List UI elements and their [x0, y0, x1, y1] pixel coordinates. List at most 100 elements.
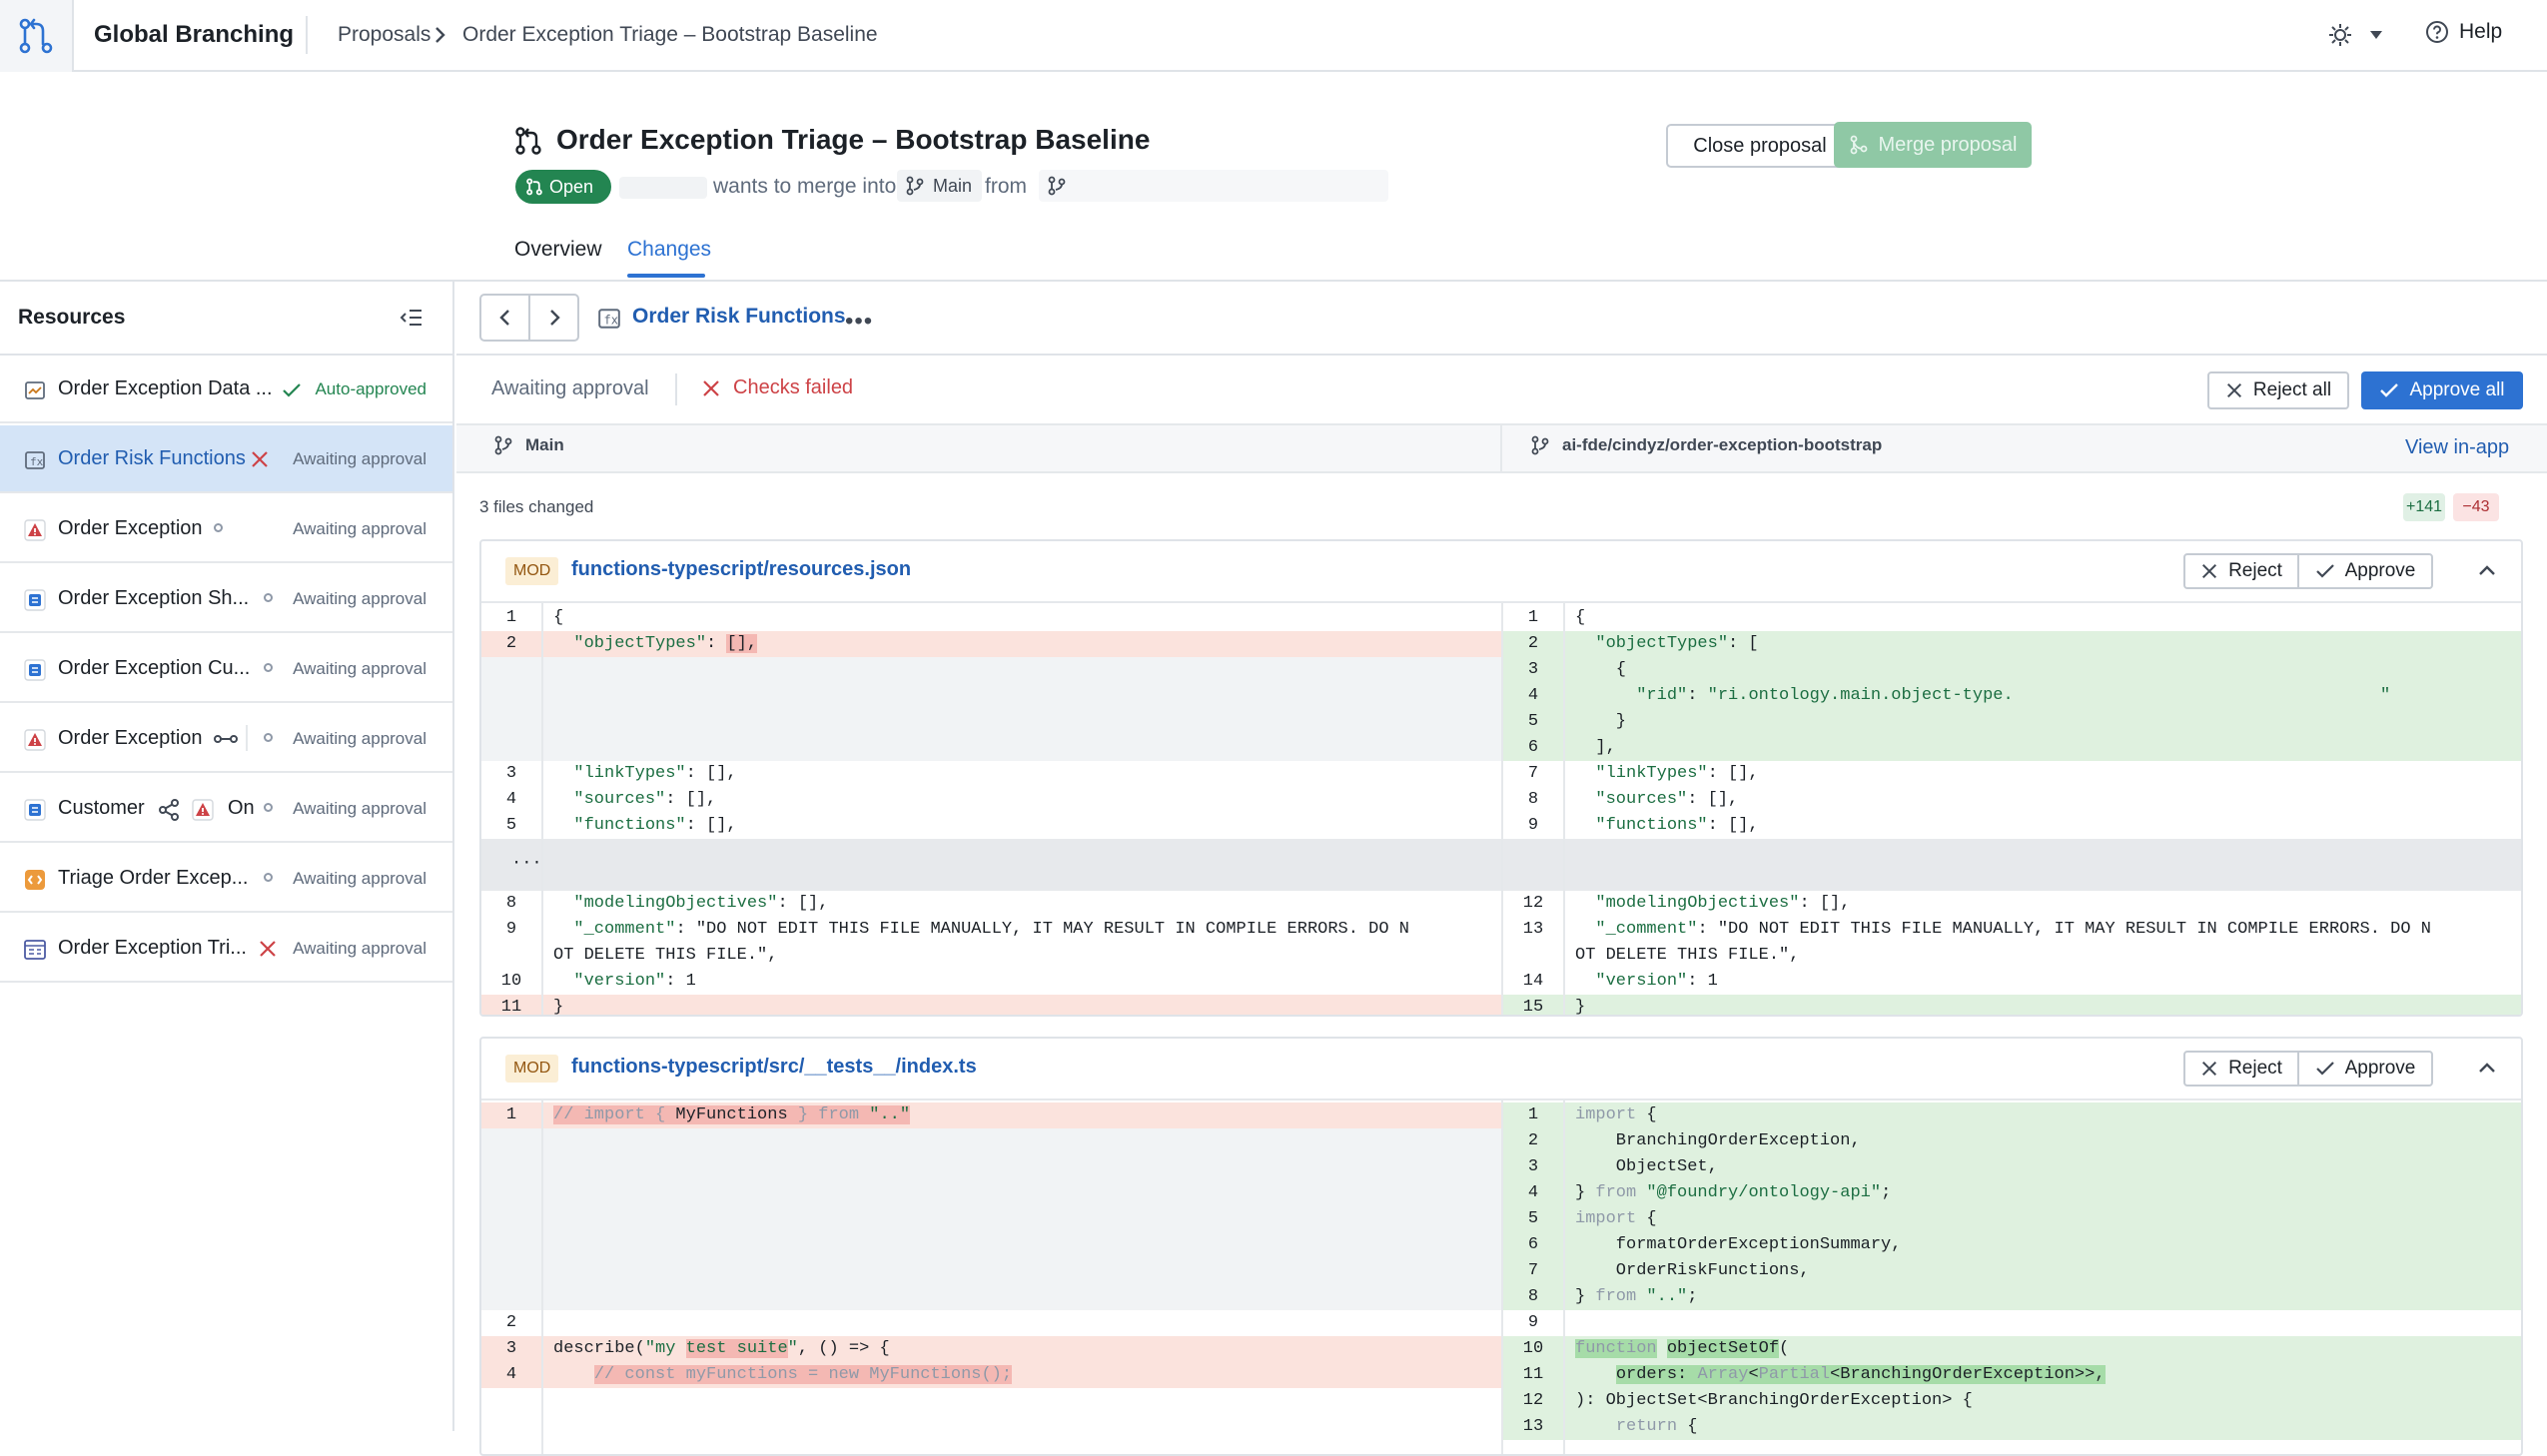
code-line: "objectTypes": [],: [573, 634, 758, 653]
git-branch-icon: [905, 176, 925, 196]
unchanged-dot-icon: [264, 593, 273, 602]
view-in-app-link[interactable]: View in-app: [2405, 436, 2510, 458]
source-branch-tag[interactable]: [1039, 170, 1388, 202]
line-number: 8: [1527, 790, 1539, 809]
sun-icon[interactable]: [2327, 22, 2353, 48]
code-line: "linkTypes": [],: [573, 764, 737, 783]
unchanged-dot-icon: [264, 733, 273, 742]
line-number: 4: [1527, 686, 1539, 705]
divider: [1501, 603, 1503, 1015]
unchanged-dot-icon: [264, 873, 273, 882]
approve-file-button[interactable]: Approve: [2297, 1051, 2433, 1087]
object-type-icon: [24, 659, 46, 681]
from-text: from: [985, 175, 1027, 198]
status-label: Open: [549, 176, 594, 197]
code-line: formatOrderExceptionSummary,: [1575, 1235, 1902, 1254]
merge-proposal-button[interactable]: Merge proposal: [1834, 122, 2032, 168]
object-type-icon: [24, 799, 46, 821]
code-line: "objectTypes": [: [1595, 634, 1759, 653]
x-icon: [701, 378, 721, 398]
code-line: ObjectSet,: [1575, 1157, 1718, 1176]
divider: [456, 354, 2547, 356]
checkmark-icon: [282, 381, 302, 399]
divider: [306, 16, 308, 54]
caret-down-icon[interactable]: [2369, 30, 2383, 40]
sidebar-item-order-exception-cu[interactable]: Order Exception Cu... Awaiting approval: [0, 635, 452, 703]
code-line: orders: Array<Partial<BranchingOrderExce…: [1615, 1365, 2106, 1384]
line-number: 1: [1527, 1105, 1539, 1124]
code-line: "sources": [],: [1595, 790, 1739, 809]
line-number: 13: [1522, 1417, 1544, 1436]
file-path[interactable]: functions-typescript/src/__tests__/index…: [571, 1056, 977, 1078]
sidebar-title: Resources: [18, 306, 126, 329]
divider: [0, 280, 2547, 282]
target-branch-tag[interactable]: Main: [897, 170, 983, 202]
tab-changes[interactable]: Changes: [627, 238, 712, 261]
sidebar-item-status: Awaiting approval: [293, 449, 426, 468]
modified-badge: MOD: [505, 1055, 559, 1083]
breadcrumb-proposals[interactable]: Proposals: [338, 23, 431, 46]
approve-file-button[interactable]: Approve: [2297, 553, 2433, 589]
collapse-sidebar-icon[interactable]: [400, 306, 424, 330]
help-button[interactable]: Help: [2425, 20, 2502, 44]
sidebar-item-order-risk-functions[interactable]: fx Order Risk Functions Awaiting approva…: [0, 425, 452, 493]
code-line: return {: [1615, 1417, 1698, 1436]
sidebar-item-triage-order-exception[interactable]: Triage Order Excep... Awaiting approval: [0, 845, 452, 913]
code-line: OT DELETE THIS FILE.",: [553, 946, 778, 965]
code-line: // const myFunctions = new MyFunctions()…: [593, 1365, 1013, 1384]
reject-all-button[interactable]: Reject all: [2207, 371, 2349, 409]
additions-badge: +141: [2403, 493, 2445, 521]
sidebar-item-status: Awaiting approval: [293, 939, 426, 958]
resource-title[interactable]: Order Risk Functions: [632, 305, 846, 328]
function-icon: fx: [597, 307, 621, 331]
checkmark-icon: [2315, 562, 2335, 580]
code-line: "_comment": "DO NOT EDIT THIS FILE MANUA…: [573, 920, 1409, 939]
reject-file-button[interactable]: Reject: [2183, 1051, 2299, 1087]
diff-highlight: [481, 657, 1501, 761]
chevron-left-icon: [498, 308, 512, 328]
previous-resource-button[interactable]: [481, 296, 530, 340]
approve-label: Approve: [2344, 560, 2416, 581]
file-path[interactable]: functions-typescript/resources.json: [571, 558, 912, 580]
file-header: MOD functions-typescript/resources.json …: [481, 541, 2521, 603]
app-name[interactable]: Global Branching: [94, 21, 295, 48]
diff-highlight: [1503, 1102, 2521, 1310]
code-line: {: [1575, 608, 1586, 627]
left-branch-label: Main: [493, 435, 564, 455]
code-line: import {: [1575, 1209, 1657, 1228]
reject-file-button[interactable]: Reject: [2183, 553, 2299, 589]
action-type-icon: [24, 869, 46, 891]
git-merge-icon: [1849, 135, 1869, 155]
divider: [0, 354, 454, 356]
code-line: ): ObjectSet<BranchingOrderException> {: [1575, 1391, 1973, 1410]
help-label: Help: [2459, 20, 2503, 43]
sidebar-item-order-exception-data[interactable]: Order Exception Data ... Auto-approved: [0, 356, 452, 423]
expand-lines-icon[interactable]: ···: [511, 854, 542, 873]
git-pull-request-icon: [513, 126, 543, 156]
sidebar-item-order-exception-tri[interactable]: Order Exception Tri... Awaiting approval: [0, 915, 452, 983]
approve-all-button[interactable]: Approve all: [2361, 371, 2523, 409]
sidebar-item-order-exception-sh[interactable]: Order Exception Sh... Awaiting approval: [0, 565, 452, 633]
chevron-up-icon[interactable]: [2477, 1061, 2497, 1075]
more-options-icon[interactable]: •••: [845, 308, 874, 335]
chevron-up-icon[interactable]: [2477, 563, 2497, 577]
line-number: 3: [505, 1339, 517, 1358]
sidebar-item-order-exception-link[interactable]: Order Exception Awaiting approval: [0, 705, 452, 773]
checks-failed-indicator[interactable]: Checks failed: [701, 376, 853, 399]
app-logo-icon[interactable]: [0, 0, 74, 72]
author-avatar[interactable]: [619, 177, 707, 199]
code-line: "sources": [],: [573, 790, 717, 809]
sidebar-item-order-exception[interactable]: Order Exception Awaiting approval: [0, 495, 452, 563]
tab-overview[interactable]: Overview: [514, 238, 602, 261]
close-proposal-button[interactable]: Close proposal: [1666, 124, 1854, 168]
line-number: 4: [505, 790, 517, 809]
svg-text:fx: fx: [604, 313, 618, 327]
sidebar-item-status: Awaiting approval: [293, 729, 426, 748]
sidebar-item-customer[interactable]: Customer On Awaiting approval: [0, 775, 452, 843]
top-bar: Global Branching Proposals Order Excepti…: [0, 0, 2547, 72]
sidebar-item-label: Triage Order Excep...: [58, 867, 249, 889]
next-resource-button[interactable]: [530, 296, 577, 340]
code-line: {: [1575, 660, 1627, 679]
divider: [246, 725, 250, 751]
divider: [1563, 1100, 1565, 1454]
